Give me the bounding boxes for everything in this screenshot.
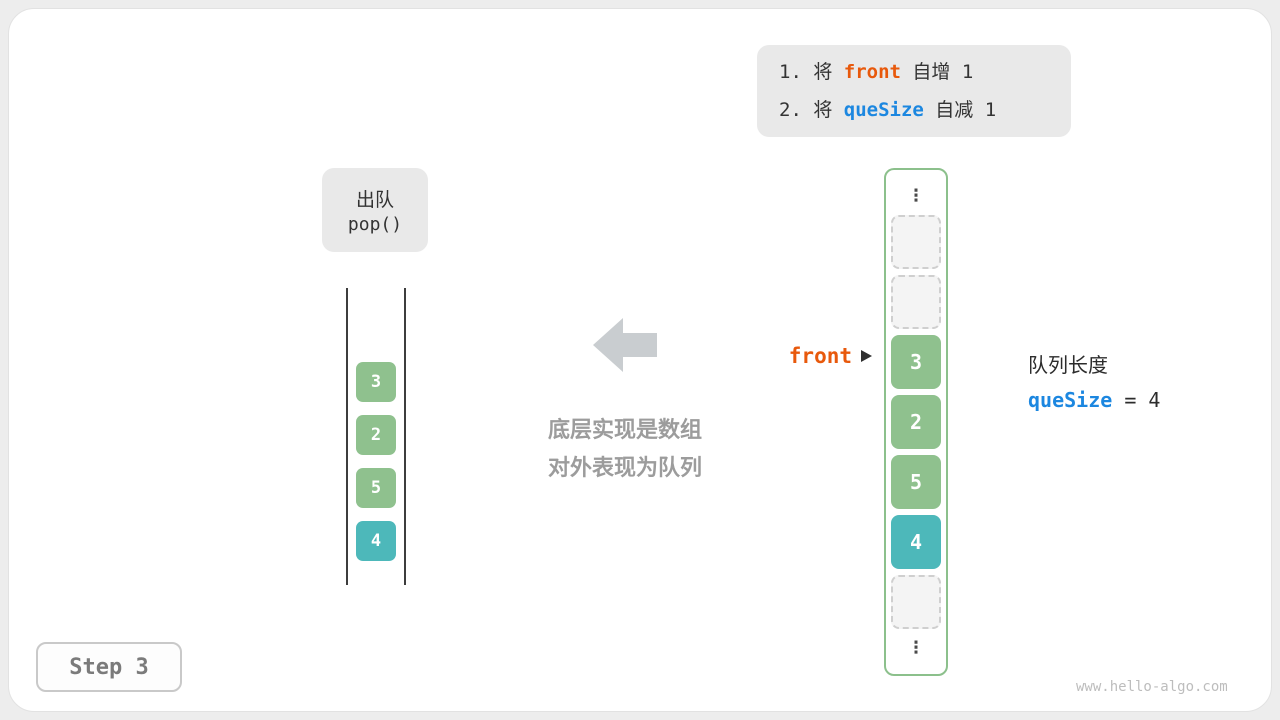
array-ellipsis-top: ⋮ [907, 186, 925, 206]
instruction-2-prefix: 2. 将 [779, 98, 844, 121]
front-token: front [843, 60, 901, 83]
array-cell: 5 [891, 455, 941, 509]
instruction-box: 1. 将 front 自增 1 2. 将 queSize 自减 1 [757, 45, 1071, 137]
front-pointer-arrow-icon [861, 350, 872, 362]
step-badge: Step 3 [36, 642, 182, 692]
instruction-line-2: 2. 将 queSize 自减 1 [779, 92, 1049, 129]
instruction-line-1: 1. 将 front 自增 1 [779, 54, 1049, 91]
queue-cell: 4 [356, 521, 396, 561]
queue-cell: 3 [356, 362, 396, 402]
quesize-token: queSize [1028, 388, 1113, 412]
array-cell: 2 [891, 395, 941, 449]
queue-length-value: queSize = 4 [1028, 383, 1160, 418]
operation-code: pop() [347, 214, 403, 235]
front-pointer-label: front [788, 344, 852, 368]
instruction-2-suffix: 自减 1 [923, 98, 997, 121]
front-pointer: front [742, 344, 872, 368]
queue-cell: 2 [356, 415, 396, 455]
array-cell: 3 [891, 335, 941, 389]
queue-cell: 5 [356, 468, 396, 508]
queue-length-label: 队列长度 queSize = 4 [1028, 348, 1160, 418]
array-container: ⋮ 3 2 5 4 ⋮ [884, 168, 948, 676]
instruction-1-suffix: 自增 1 [900, 60, 974, 83]
watermark: www.hello-algo.com [1076, 679, 1228, 695]
array-ellipsis-bottom: ⋮ [907, 638, 925, 658]
quesize-token: queSize [843, 98, 924, 121]
instruction-1-prefix: 1. 将 [779, 60, 844, 83]
caption: 底层实现是数组 对外表现为队列 [495, 412, 755, 488]
queue-length-title: 队列长度 [1028, 353, 1108, 377]
operation-title: 出队 [355, 189, 394, 211]
array-cell: 4 [891, 515, 941, 569]
abstract-queue: 3 2 5 4 [346, 288, 406, 585]
operation-label-box: 出队 pop() [322, 168, 428, 252]
left-arrow-icon [593, 318, 657, 372]
caption-line-1: 底层实现是数组 [547, 418, 702, 443]
array-cell-empty [891, 275, 941, 329]
caption-line-2: 对外表现为队列 [547, 456, 702, 481]
queue-length-number: = 4 [1112, 388, 1161, 412]
array-cell-empty [891, 575, 941, 629]
array-cell-empty [891, 215, 941, 269]
